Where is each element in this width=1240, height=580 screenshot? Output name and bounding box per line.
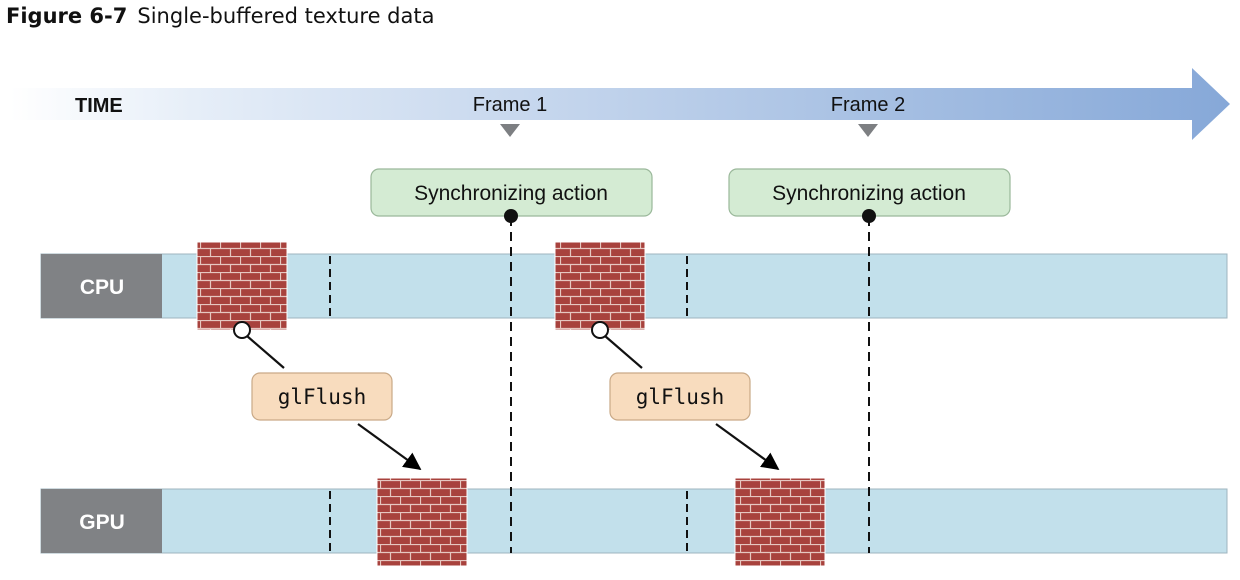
frame-1-label: Frame 1 [473, 94, 547, 116]
gpu-lane-label: GPU [79, 511, 125, 534]
sync-action-label-1: Synchronizing action [414, 182, 608, 205]
cpu-texture-1 [196, 241, 288, 331]
flush-line-1a [246, 335, 285, 369]
glflush-label-2: glFlush [636, 385, 725, 409]
glflush-label-1: glFlush [278, 385, 367, 409]
flush-line-1b [357, 423, 422, 471]
figure-number: Figure 6-7 [6, 4, 128, 28]
frame-2-label: Frame 2 [831, 94, 905, 116]
figure-caption: Single-buffered texture data [137, 4, 435, 28]
cpu-texture-2 [554, 241, 646, 331]
flush-line-2b [715, 423, 780, 471]
flush-origin-1 [233, 321, 251, 339]
sync-dot-2 [862, 209, 876, 223]
time-arrow [10, 68, 1230, 140]
lane-dividers [329, 256, 688, 551]
glflush-box-1 [251, 372, 393, 421]
gpu-texture-1 [376, 477, 468, 567]
time-label: TIME [75, 95, 123, 117]
sync-action-label-2: Synchronizing action [772, 182, 966, 205]
frame-2-marker [858, 124, 878, 137]
gpu-lane-label-bg [41, 489, 162, 553]
flush-line-2a [604, 335, 643, 369]
gpu-texture-2 [734, 477, 826, 567]
flush-origin-2 [591, 321, 609, 339]
figure-title: Figure 6-7 Single-buffered texture data [6, 4, 434, 28]
gpu-lane [40, 488, 1228, 554]
frame-1-marker [500, 124, 520, 137]
cpu-lane-label: CPU [80, 276, 124, 299]
texture-bricks [196, 241, 826, 567]
sync-dot-1 [504, 209, 518, 223]
cpu-lane-label-bg [41, 254, 162, 318]
glflush-box-2 [609, 372, 751, 421]
